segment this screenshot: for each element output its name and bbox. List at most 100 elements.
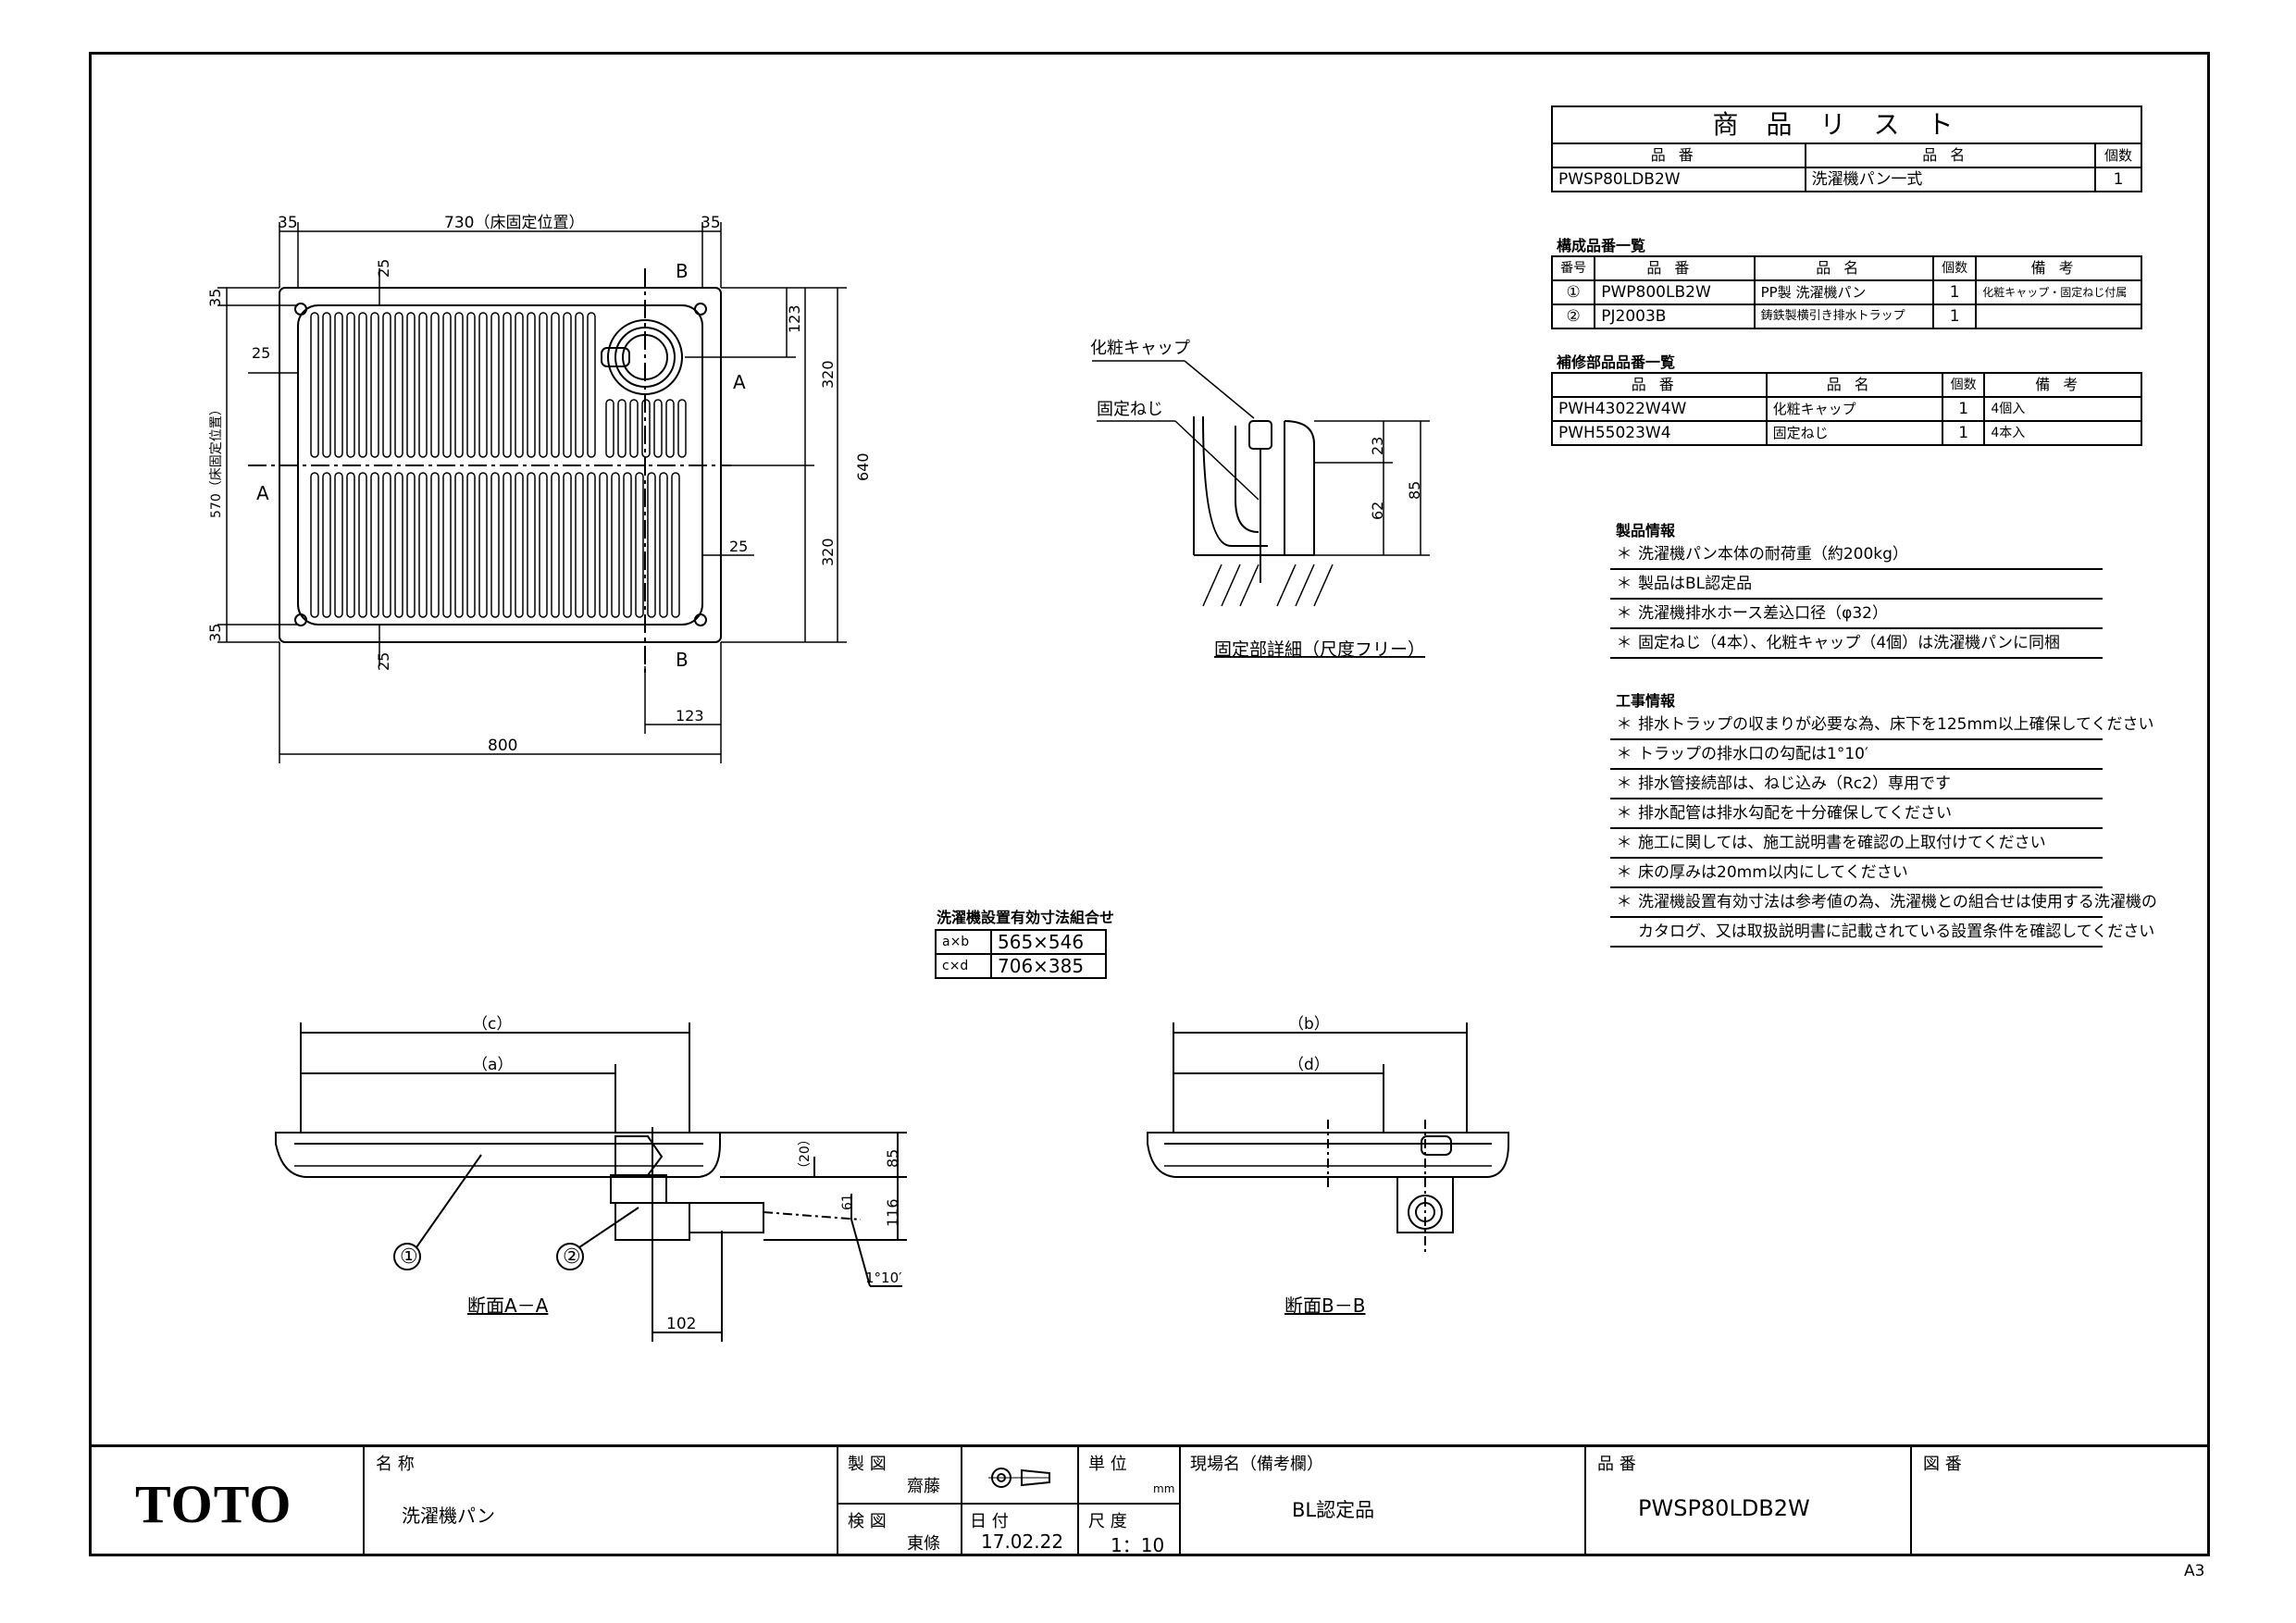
scale-label: 尺 度 xyxy=(1088,1512,1127,1531)
dim-label: 640 xyxy=(854,452,872,481)
cell-value: 706×385 xyxy=(990,953,1107,979)
dim-label: 123 xyxy=(786,304,803,333)
name-label: 名 称 xyxy=(376,1455,415,1474)
cell-remarks: 4個入 xyxy=(1983,396,2142,422)
table-row: ② PJ2003B 鋳鉄製横引き排水トラップ 1 xyxy=(1550,304,2142,329)
plan-view xyxy=(248,268,731,675)
cell-part-no: PJ2003B xyxy=(1594,304,1756,329)
dim-label: 62 xyxy=(1369,502,1386,520)
brand-logo: TOTO xyxy=(135,1474,292,1534)
rib xyxy=(346,472,355,618)
callout-label: 固定ねじ xyxy=(1097,400,1163,419)
drawing-no-label: 図 番 xyxy=(1923,1455,1962,1474)
table-row: PWH43022W4W 化粧キャップ 1 4個入 xyxy=(1551,396,2142,422)
dim-label: 123 xyxy=(676,707,704,725)
col-name: 品名 xyxy=(1765,372,1943,398)
dim-label: 25 xyxy=(729,538,748,555)
cell-remarks: 化粧キャップ・固定ねじ付属 xyxy=(1975,279,2142,305)
dim-label: （20） xyxy=(798,1133,813,1175)
effective-dims-table: a×b 565×546 c×d 706×385 xyxy=(935,929,1107,979)
rib xyxy=(466,312,476,458)
table-row: PWSP80LDB2W 洗濯機パン一式 1 xyxy=(1551,167,2142,192)
cell-part-no: PWH55023W4 xyxy=(1551,420,1768,446)
rib xyxy=(599,472,608,618)
section-aa xyxy=(275,1022,907,1342)
callout-label: 化粧キャップ xyxy=(1090,339,1190,358)
col-remarks: 備考 xyxy=(1975,255,2142,281)
rib xyxy=(551,312,560,458)
list-item: ＊施工に関しては、施工説明書を確認の上取付けてください xyxy=(1610,829,2103,859)
rib xyxy=(334,312,343,458)
product-part-no: PWSP80LDB2W xyxy=(1551,167,1806,192)
cell-name: 固定ねじ xyxy=(1765,420,1943,446)
title-block: TOTO 名 称 洗濯機パン 製 図 齋藤 検 図 東條 日 付 17.02.2… xyxy=(89,1444,2210,1556)
rib xyxy=(478,472,488,618)
rib xyxy=(515,312,524,458)
rib xyxy=(442,312,452,458)
rib xyxy=(478,312,488,458)
rib xyxy=(563,312,572,458)
dim-label: 35 xyxy=(278,214,298,232)
cell-qty: 1 xyxy=(1941,396,1986,422)
col-name: 品名 xyxy=(1804,142,2097,168)
part-label: 品 番 xyxy=(1597,1455,1636,1474)
rib xyxy=(454,312,464,458)
dim-label: （d） xyxy=(1288,1056,1330,1074)
rib xyxy=(503,312,512,458)
fixing-detail xyxy=(1092,360,1430,607)
cell-name: PP製 洗濯機パン xyxy=(1753,279,1935,305)
section-marker: A xyxy=(733,371,746,393)
cell-remarks xyxy=(1975,304,2142,329)
info-text: 固定ねじ（4本）、化粧キャップ（4個）は洗濯機パンに同梱 xyxy=(1638,634,2060,652)
col-part-no: 品番 xyxy=(1594,255,1756,281)
dim-label: （b） xyxy=(1288,1015,1330,1034)
col-no: 番号 xyxy=(1550,255,1596,281)
rib xyxy=(370,472,379,618)
rib xyxy=(466,472,476,618)
rib xyxy=(527,312,536,458)
product-info-list: ＊洗濯機パン本体の耐荷重（約200kg） ＊製品はBL認定品 ＊洗濯機排水ホース… xyxy=(1610,540,2103,659)
dim-label: 61 xyxy=(840,1194,855,1210)
cell-key: a×b xyxy=(935,929,992,955)
info-text: 排水配管は排水勾配を十分確保してください xyxy=(1638,804,1952,823)
rib xyxy=(575,472,584,618)
rib xyxy=(611,472,620,618)
dim-label: 85 xyxy=(884,1149,901,1168)
rib xyxy=(575,312,584,458)
rib xyxy=(629,399,639,458)
dim-label: 23 xyxy=(1369,437,1386,455)
name-value: 洗濯機パン xyxy=(402,1505,495,1527)
checked-by: 東條 xyxy=(907,1534,940,1554)
projection-symbol-icon xyxy=(988,1468,1050,1488)
cell-qty: 1 xyxy=(1932,304,1978,329)
product-list-title: 商品リスト xyxy=(1551,105,2142,144)
drawn-by: 齋藤 xyxy=(907,1477,940,1496)
callout-number: ① xyxy=(400,1245,418,1269)
rib xyxy=(382,472,391,618)
rib xyxy=(382,312,391,458)
dim-label: （c） xyxy=(472,1015,512,1034)
dim-label: 102 xyxy=(666,1315,696,1333)
construction-info-title: 工事情報 xyxy=(1616,692,1676,710)
cell-no: ① xyxy=(1550,279,1596,305)
rib xyxy=(653,399,663,458)
rib xyxy=(442,472,452,618)
list-item: ＊床の厚みは20mm以内にしてください xyxy=(1610,859,2103,888)
rib xyxy=(418,312,428,458)
rib xyxy=(406,472,416,618)
col-qty: 個数 xyxy=(1941,372,1986,398)
section-aa-labels: （c） （a） ① ② 1°10′ 102 断面A－A （20） 85 116 … xyxy=(400,1015,902,1333)
dim-label: （a） xyxy=(472,1056,513,1074)
rib xyxy=(406,312,416,458)
cell-key: c×d xyxy=(935,953,992,979)
plan-dim-labels: 35 730（床固定位置） 35 25 25 123 800 B B A A xyxy=(252,214,748,755)
product-list-table: 商品リスト 品番 品名 個数 PWSP80LDB2W 洗濯機パン一式 1 xyxy=(1551,105,2142,192)
info-text: 洗濯機設置有効寸法は参考値の為、洗濯機との組合せは使用する洗濯機の xyxy=(1638,893,2157,911)
rib xyxy=(515,472,524,618)
rib xyxy=(605,399,614,458)
rib xyxy=(659,472,668,618)
date-label: 日 付 xyxy=(970,1512,1009,1531)
cell-qty: 1 xyxy=(1941,420,1986,446)
rib xyxy=(430,472,440,618)
